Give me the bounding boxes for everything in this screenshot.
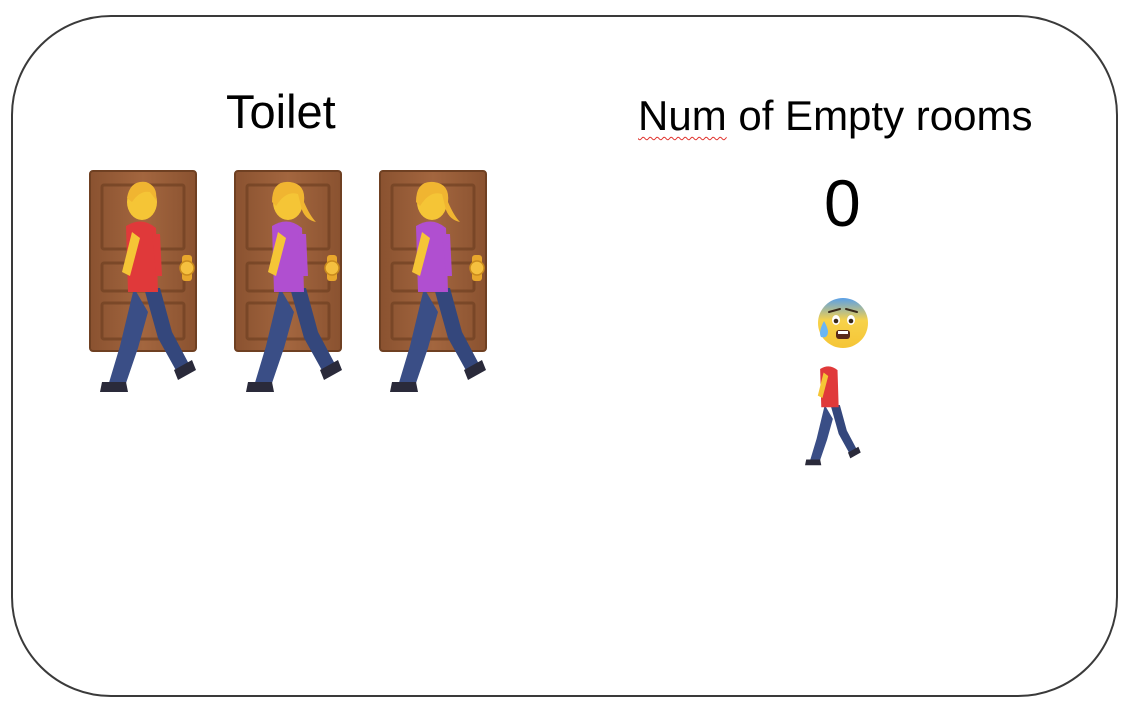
toilet-stalls [88, 169, 488, 392]
anxious-face-sweat-icon [818, 298, 868, 348]
toilet-title: Toilet [226, 85, 336, 138]
waiting-person [805, 298, 868, 466]
empty-rooms-title: Num of Empty rooms [638, 95, 1032, 137]
rounded-frame [11, 15, 1118, 697]
anxious-man-walking-icon [805, 366, 861, 466]
stall-door-2 [233, 169, 343, 392]
stall-door-1 [88, 169, 198, 392]
spellcheck-flagged-word: Num [638, 92, 727, 139]
stall-door-3 [378, 169, 488, 392]
empty-rooms-count: 0 [824, 166, 861, 240]
empty-rooms-title-rest: of Empty rooms [726, 92, 1033, 139]
